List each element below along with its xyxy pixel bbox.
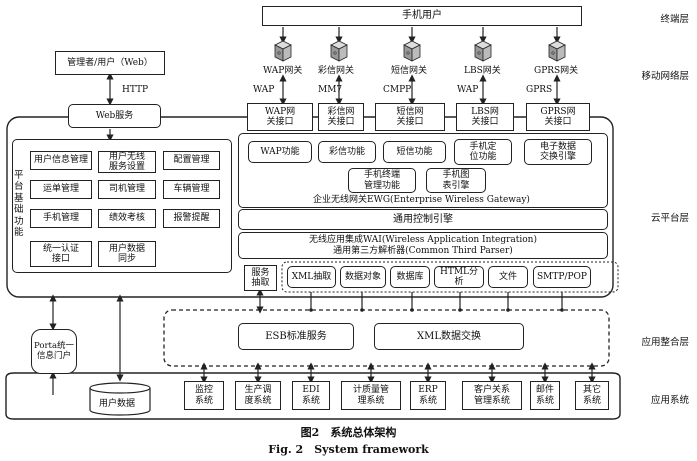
http-label: HTTP xyxy=(122,85,149,95)
platform-function: 司机管理 xyxy=(98,180,156,199)
protocol-label: MM7 xyxy=(318,85,343,95)
layer-label-application: 应用系统 xyxy=(650,395,689,406)
gateway-name-label: 短信网关 xyxy=(391,66,428,76)
integration-container xyxy=(163,309,610,367)
application-band xyxy=(5,372,621,420)
application-system: 生产调 度系统 xyxy=(235,381,281,410)
parser-item: HTML分析 xyxy=(434,266,484,288)
application-system: 其它 系统 xyxy=(575,381,609,410)
parser-item: 文件 xyxy=(488,266,528,288)
application-system: 计质量管 理系统 xyxy=(341,381,401,410)
platform-function: 用户信息管理 xyxy=(30,151,92,170)
platform-function: 绩效考核 xyxy=(98,209,156,228)
gateway-name-label: WAP网关 xyxy=(263,66,303,76)
ewg-function: WAP功能 xyxy=(248,141,312,163)
platform-function: 配置管理 xyxy=(163,151,220,170)
platform-function: 车辆管理 xyxy=(163,180,220,199)
ewg-function: 电子数据 交换引擎 xyxy=(524,139,592,165)
service-extraction-box: 服务 抽取 xyxy=(244,265,277,291)
platform-title: 平 台 基 础 功 能 xyxy=(14,170,24,238)
platform-function: 统一认证 接口 xyxy=(30,241,92,267)
protocol-label: WAP xyxy=(253,85,275,95)
platform-function: 手机管理 xyxy=(30,209,92,228)
caption-en: Fig. 2 System framework xyxy=(268,443,429,456)
caption-zh: 图2 系统总体架构 xyxy=(300,426,397,439)
gateway-server-icons xyxy=(274,40,566,62)
application-system: 邮件 系统 xyxy=(530,381,560,410)
ewg-function: 彩信功能 xyxy=(318,141,376,163)
ewg-sub-function: 手机终端 管理功能 xyxy=(348,168,416,193)
platform-function: 报警提醒 xyxy=(163,209,220,228)
layer-label-mobile: 移动网络层 xyxy=(641,71,689,82)
layer-label-cloud: 云平台层 xyxy=(650,213,689,224)
parser-item: SMTP/POP xyxy=(533,266,591,288)
ewg-label: 企业无线网关EWG(Enterprise Wireless Gateway) xyxy=(313,195,530,205)
parser-item: XML抽取 xyxy=(287,266,336,288)
parser-container xyxy=(281,261,619,293)
platform-function: 用户无线 服务设置 xyxy=(98,151,156,173)
gateway-name-label: LBS网关 xyxy=(464,66,501,76)
unified-portal-box: Porta统一 信息门户 xyxy=(31,329,77,374)
gateway-name-label: 彩信网关 xyxy=(318,66,355,76)
xml-exchange-box: XML数据交换 xyxy=(374,323,524,350)
ewg-function: 短信功能 xyxy=(383,141,446,163)
layer-label-integration: 应用整合层 xyxy=(641,337,689,348)
protocol-label: GPRS xyxy=(526,85,553,95)
application-system: 客户关系 管理系统 xyxy=(462,381,522,410)
ewg-function: 手机定 位功能 xyxy=(454,139,512,165)
application-system: ERP 系统 xyxy=(410,381,446,410)
mms-gateway-interface: 彩信网 关接口 xyxy=(318,103,364,131)
sms-gateway-interface: 短信网 关接口 xyxy=(375,103,445,131)
web-service-box: Web服务 xyxy=(68,104,161,128)
platform-function: 用户数据 同步 xyxy=(98,241,156,267)
control-engine-box: 通用控制引擎 xyxy=(238,209,608,230)
gateway-name-label: GPRS网关 xyxy=(534,66,579,76)
protocol-label: WAP xyxy=(457,85,479,95)
wai-box: 无线应用集成WAI(Wireless Application Integrati… xyxy=(238,232,608,259)
gprs-gateway-interface: GPRS网 关接口 xyxy=(526,103,590,131)
application-system: EDI 系统 xyxy=(292,381,330,410)
esb-service-box: ESB标准服务 xyxy=(238,323,354,350)
platform-function: 运单管理 xyxy=(30,180,92,199)
admin-user-box: 管理者/用户（Web） xyxy=(55,51,165,75)
protocol-label: CMPP xyxy=(383,85,412,95)
wai-line2: 通用第三方解析器(Common Third Parser) xyxy=(333,245,513,256)
parser-item: 数据库 xyxy=(390,266,430,288)
wai-line1: 无线应用集成WAI(Wireless Application Integrati… xyxy=(309,235,537,246)
ewg-sub-function: 手机图 表引擎 xyxy=(426,168,486,193)
user-data-label: 用户数据 xyxy=(99,399,136,409)
mobile-user-box: 手机用户 xyxy=(262,6,582,26)
parser-item: 数据对象 xyxy=(340,266,386,288)
layer-label-terminal: 终端层 xyxy=(660,14,689,25)
lbs-gateway-interface: LBS网 关接口 xyxy=(456,103,514,131)
user-data-cylinder xyxy=(89,382,151,416)
wap-gateway-interface: WAP网 关接口 xyxy=(247,103,313,131)
application-system: 监控 系统 xyxy=(184,381,224,410)
